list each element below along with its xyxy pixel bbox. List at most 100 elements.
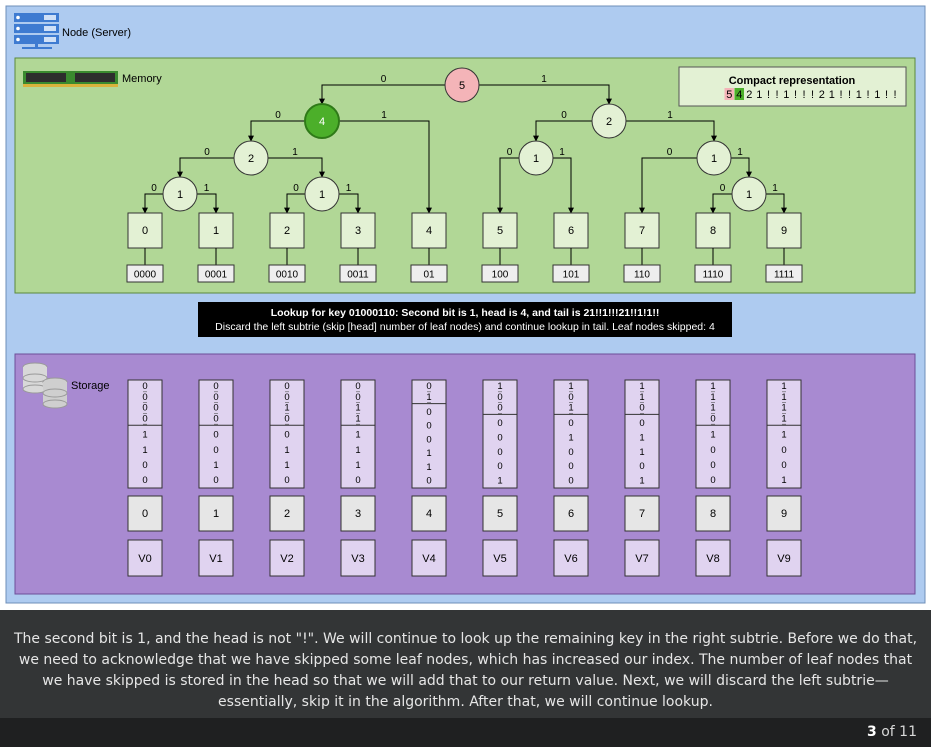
storage-value: V1	[209, 553, 222, 565]
storage-key-bit: 0	[284, 381, 289, 392]
trie-node-label: 1	[533, 153, 539, 165]
storage-key-bit: 1	[497, 475, 502, 486]
compact-token: !	[893, 89, 896, 101]
trie-node-R: 2	[591, 103, 627, 139]
storage-value: V4	[422, 553, 435, 565]
storage-key-bit: 0	[142, 475, 147, 486]
trie-leaf-5: 5 100	[481, 212, 519, 283]
storage-key-bit: 0	[284, 475, 289, 486]
trie-edge: 1	[766, 183, 787, 214]
trie-node-label: 5	[459, 80, 465, 92]
storage-index: 4	[426, 508, 432, 520]
trie-edge: 1	[339, 110, 432, 214]
edge-bit-label: 0	[561, 110, 567, 121]
storage-key-bit: 1	[355, 413, 360, 424]
storage-key-bit: 0	[142, 392, 147, 403]
storage-value: V2	[280, 553, 293, 565]
edge-bit-label: 1	[292, 147, 298, 158]
compact-token: !	[885, 89, 888, 101]
edge-bit-label: 0	[151, 183, 157, 194]
storage-key-bit: 1	[142, 445, 147, 456]
compact-box	[678, 66, 907, 107]
trie-edge: 1	[553, 147, 574, 214]
trie-node-root: 5	[444, 67, 480, 103]
storage-key-bit: 0	[213, 430, 218, 441]
storage-key-bit: 1	[781, 392, 786, 403]
trie-node-RRR: 1	[731, 176, 767, 212]
storage-key-bit: 1	[426, 448, 431, 459]
leaf-index: 5	[497, 225, 503, 237]
storage-key-bit: 0	[497, 392, 502, 403]
compact-title: Compact representation	[729, 75, 856, 87]
pager-total: 11	[899, 724, 917, 740]
storage-key-bit: 0	[213, 392, 218, 403]
storage-key-bit: 0	[142, 403, 147, 414]
storage-key-bit: 0	[568, 418, 573, 429]
storage-key-bit: 1	[710, 381, 715, 392]
trie-leaves: 0000010001200103001140151006101711081110…	[126, 212, 803, 283]
edge-bit-label: 0	[204, 147, 210, 158]
step-pager: 3 of 11	[0, 718, 931, 747]
leaf-index: 1	[213, 225, 219, 237]
storage-key-bit: 1	[568, 403, 573, 414]
edge-bit-label: 1	[204, 183, 210, 194]
storage-key-bit: 0	[213, 413, 218, 424]
trie-node-LLL: 1	[162, 176, 198, 212]
storage-key-bit: 0	[639, 461, 644, 472]
storage-key-bit: 1	[355, 403, 360, 414]
storage-key-bit: 0	[355, 381, 360, 392]
edge-bit-label: 0	[381, 74, 387, 85]
edge-bit-label: 0	[720, 183, 726, 194]
storage-key-bit: 0	[284, 392, 289, 403]
storage-key-bit: 0	[568, 392, 573, 403]
trie-edge: 0	[284, 183, 305, 214]
leaf-code: 100	[492, 270, 509, 281]
trie-node-label: 1	[319, 189, 325, 201]
trie-node-L: 4	[304, 103, 340, 139]
storage-records: 000011000V0000000101V1001001102V20011111…	[127, 379, 802, 577]
edge-bit-label: 1	[381, 110, 387, 121]
storage-key-bit: 1	[639, 432, 644, 443]
database-icon	[22, 362, 68, 409]
storage-key-bit: 0	[710, 460, 715, 471]
storage-key-bit: 1	[284, 403, 289, 414]
storage-key-bit: 1	[426, 392, 431, 403]
leaf-code: 0001	[205, 270, 228, 281]
storage-index: 6	[568, 508, 574, 520]
storage-key-bit: 0	[710, 413, 715, 424]
trie-node-label: 1	[746, 189, 752, 201]
storage-key-bit: 1	[781, 430, 786, 441]
leaf-code: 0000	[134, 270, 157, 281]
trie-edge: 1	[479, 74, 612, 105]
trie-node-label: 4	[319, 116, 325, 128]
trie-edge: 1	[339, 183, 361, 214]
storage-key-bit: 0	[639, 403, 644, 414]
leaf-code: 0010	[276, 270, 299, 281]
storage-key-bit: 0	[497, 447, 502, 458]
edge-bit-label: 0	[667, 147, 673, 158]
compact-token: !	[767, 89, 770, 101]
storage-key-bit: 0	[781, 460, 786, 471]
storage-key-bit: 1	[142, 430, 147, 441]
storage-key-bit: 1	[355, 460, 360, 471]
leaf-index: 8	[710, 225, 716, 237]
storage-key-bit: 1	[497, 381, 502, 392]
edge-bit-label: 1	[559, 147, 565, 158]
leaf-code: 0011	[347, 270, 369, 281]
edge-bit-label: 1	[541, 74, 547, 85]
storage-key-bit: 1	[710, 392, 715, 403]
storage-key-bit: 0	[710, 445, 715, 456]
lookup-message-line1: Lookup for key 01000110: Second bit is 1…	[271, 307, 660, 319]
lookup-message-box	[198, 302, 732, 337]
storage-key-bit: 1	[355, 445, 360, 456]
edge-bit-label: 0	[507, 147, 513, 158]
edge-bit-label: 0	[293, 183, 299, 194]
